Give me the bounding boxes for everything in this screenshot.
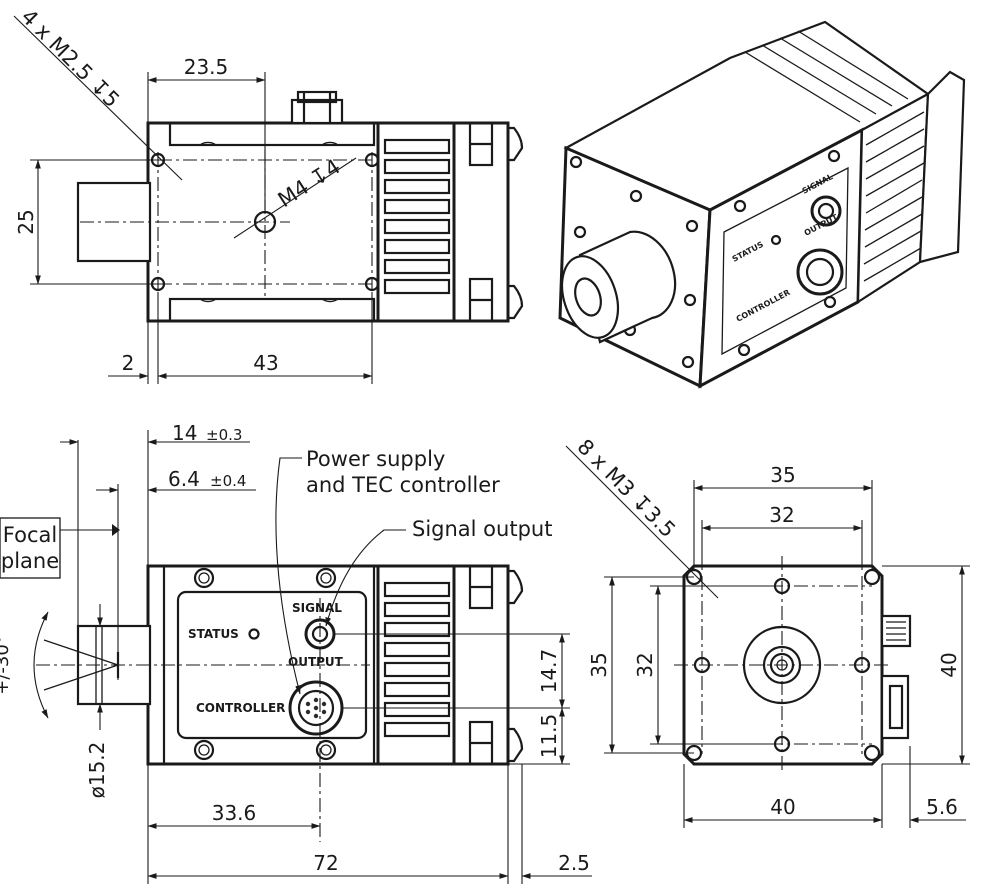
angle-arc bbox=[33, 611, 49, 719]
leader-power bbox=[275, 457, 302, 695]
callout-mount-holes: 4 x M2.5 ↧5 bbox=[16, 5, 124, 113]
iso-hole-11 bbox=[737, 343, 751, 357]
dim-h32: 32 bbox=[633, 652, 657, 677]
dim-14-tol: ±0.3 bbox=[206, 426, 242, 444]
top-lower-rail bbox=[168, 297, 376, 323]
dim-w32: 32 bbox=[769, 503, 794, 527]
dim-h35: 35 bbox=[587, 652, 611, 677]
iso-lens-face bbox=[560, 255, 620, 339]
iso-fins bbox=[863, 111, 925, 282]
leader-mount-holes bbox=[13, 15, 183, 181]
dim-diameter: ø15.2 bbox=[85, 742, 109, 799]
dim-w35: 35 bbox=[770, 463, 795, 487]
leader-side-holes bbox=[565, 445, 719, 599]
note-power-1: Power supply bbox=[306, 447, 445, 471]
dim-2: 2 bbox=[122, 351, 135, 375]
dim-43: 43 bbox=[253, 351, 278, 375]
iso-hole-9 bbox=[827, 149, 841, 163]
callout-side-holes: 8 x M3 ↧3.5 bbox=[572, 435, 680, 543]
leader-center-hole bbox=[233, 157, 357, 239]
top-upper-rail bbox=[168, 121, 376, 147]
focal-plane-box bbox=[0, 517, 61, 579]
beam-cone bbox=[43, 639, 121, 691]
iso-end-cap bbox=[918, 70, 966, 264]
iso-hole-4 bbox=[573, 225, 587, 239]
panel-label-output: OUTPUT bbox=[288, 655, 344, 669]
dim-b40: 40 bbox=[770, 795, 795, 819]
status-led bbox=[248, 628, 260, 640]
iso-hole-7 bbox=[681, 355, 695, 369]
note-power-2: and TEC controller bbox=[306, 473, 500, 497]
note-focal-2: plane bbox=[1, 549, 59, 573]
dim-h40: 40 bbox=[937, 652, 961, 677]
top-heatsink bbox=[376, 121, 456, 323]
dim-72: 72 bbox=[313, 851, 338, 875]
iso-status-led bbox=[770, 234, 782, 246]
dim-25: 25 bbox=[14, 209, 38, 234]
iso-lens-aperture bbox=[574, 277, 602, 317]
iso-hole-3 bbox=[685, 219, 699, 233]
note-focal-1: Focal bbox=[3, 523, 57, 547]
iso-hole-2 bbox=[629, 189, 643, 203]
dim-14-7: 14.7 bbox=[537, 649, 561, 694]
front-corner-screws bbox=[193, 567, 337, 761]
panel-label-controller: CONTROLLER bbox=[196, 701, 285, 715]
top-heatsink-fins bbox=[383, 138, 451, 295]
top-rail-notches bbox=[199, 141, 339, 303]
iso-hole-1 bbox=[569, 155, 583, 169]
panel-label-signal: SIGNAL bbox=[292, 601, 342, 615]
dim-b5-6: 5.6 bbox=[926, 795, 958, 819]
iso-top-fins bbox=[744, 30, 909, 123]
dim-6-4: 6.4 bbox=[168, 467, 200, 491]
top-cap-tab-upper bbox=[508, 126, 524, 162]
front-heatsink-fins bbox=[383, 581, 451, 738]
leader-signal bbox=[325, 529, 406, 627]
panel-label-status: STATUS bbox=[188, 627, 239, 641]
dim-33-6: 33.6 bbox=[212, 801, 257, 825]
controller-pins bbox=[305, 697, 327, 719]
dim-23-5: 23.5 bbox=[184, 55, 229, 79]
note-signal-output: Signal output bbox=[412, 517, 552, 541]
top-end-cap bbox=[452, 121, 510, 323]
dim-2-5: 2.5 bbox=[558, 851, 590, 875]
iso-hole-5 bbox=[683, 293, 697, 307]
dim-angle: +/-30° bbox=[0, 635, 13, 695]
side-signal-connector bbox=[880, 614, 912, 648]
dim-11-5: 11.5 bbox=[537, 714, 561, 759]
iso-controller-connector bbox=[796, 248, 844, 296]
side-view: 35 32 35 32 40 40 5.6 8 x M3 ↧3.5 bbox=[565, 435, 970, 828]
top-view: 23.5 25 2 43 4 x M2.5 ↧5 M4 ↧4 bbox=[13, 5, 524, 384]
iso-panel bbox=[721, 166, 849, 356]
isometric-view: SIGNAL OUTPUT STATUS CONTROLLER bbox=[558, 20, 966, 389]
front-end-cap bbox=[452, 564, 510, 766]
dim-6-4-tol: ±0.4 bbox=[210, 472, 246, 490]
iso-signal-connector bbox=[810, 195, 842, 227]
iso-hole-8 bbox=[733, 199, 747, 213]
front-view: STATUS SIGNAL OUTPUT CONTROLLER 14.7 11.… bbox=[0, 421, 592, 884]
top-cap-tab-lower bbox=[508, 284, 524, 320]
front-heatsink bbox=[376, 564, 456, 766]
dim-14: 14 bbox=[172, 421, 197, 445]
top-connector bbox=[290, 98, 344, 125]
